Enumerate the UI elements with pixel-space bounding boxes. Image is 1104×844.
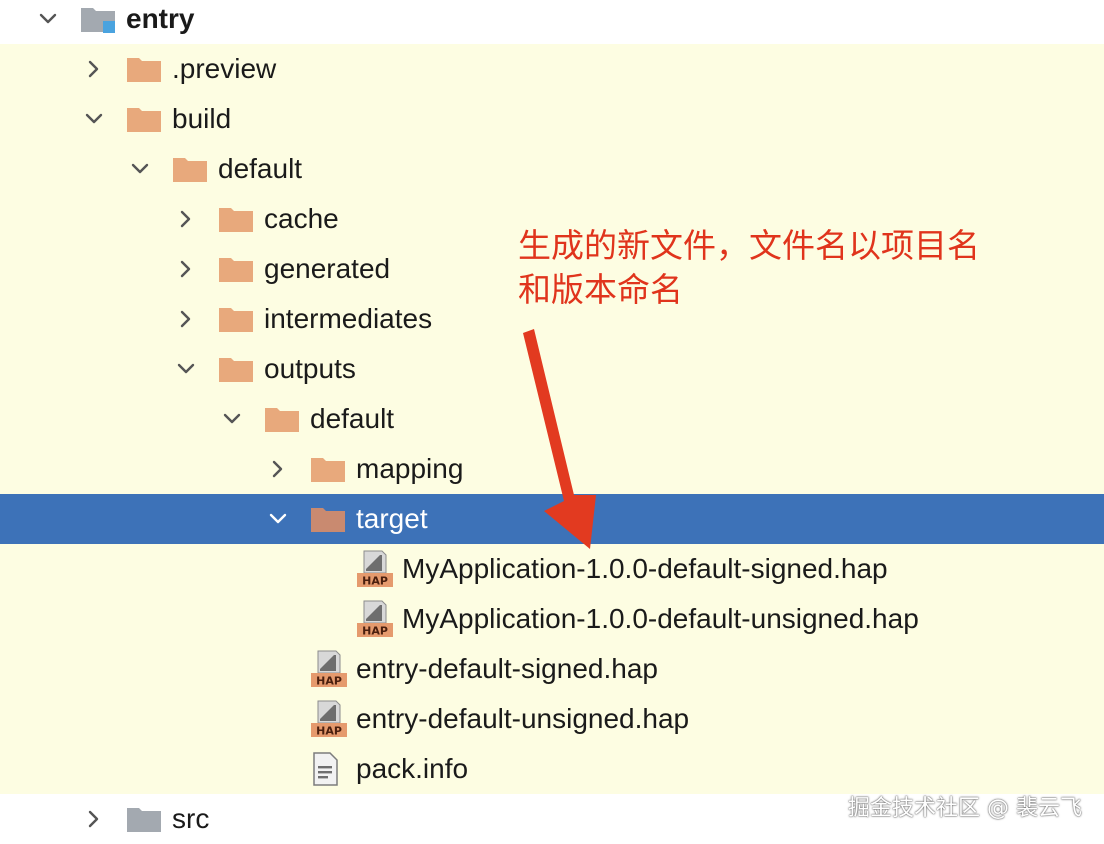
chevron-down-icon[interactable] xyxy=(172,344,200,394)
tree-row[interactable]: intermediates xyxy=(0,294,1104,344)
chevron-right-icon[interactable] xyxy=(80,44,108,94)
hap-file-icon: HAP xyxy=(310,644,348,694)
folder-icon xyxy=(172,144,210,194)
hap-badge-text: HAP xyxy=(316,725,342,738)
tree-row[interactable]: build xyxy=(0,94,1104,144)
watermark: 掘金技术社区 @ 裴云飞 xyxy=(848,796,1082,821)
hap-file-icon: HAP xyxy=(310,694,348,744)
text-file-icon xyxy=(310,744,348,794)
tree-row[interactable]: HAP entry-default-unsigned.hap xyxy=(0,694,1104,744)
tree-row-label: .preview xyxy=(172,53,277,84)
tree-row-label: target xyxy=(356,503,428,534)
chevron-down-icon[interactable] xyxy=(80,94,108,144)
folder-icon xyxy=(126,94,164,144)
tree-row[interactable]: cache xyxy=(0,194,1104,244)
tree-row[interactable]: src xyxy=(0,794,1104,844)
folder-icon xyxy=(126,44,164,94)
annotation-arrow xyxy=(523,329,596,549)
tree-row-label: cache xyxy=(264,203,339,234)
tree-row[interactable]: HAP MyApplication-1.0.0-default-unsigned.… xyxy=(0,594,1104,644)
tree-row-label: default xyxy=(310,403,395,434)
tree-row-label: MyApplication-1.0.0-default-signed.hap xyxy=(402,553,888,584)
tree-row[interactable]: target xyxy=(0,494,1104,544)
hap-file-icon: HAP xyxy=(356,544,394,594)
chevron-down-icon[interactable] xyxy=(218,394,246,444)
chevron-down-icon[interactable] xyxy=(34,0,62,44)
hap-badge-text: HAP xyxy=(362,625,388,638)
chevron-right-icon[interactable] xyxy=(172,194,200,244)
folder-icon xyxy=(310,494,348,544)
tree-row-label: entry-default-signed.hap xyxy=(356,653,658,684)
folder-icon xyxy=(218,244,256,294)
gray-folder-icon xyxy=(126,794,164,844)
tree-row-label: pack.info xyxy=(356,753,469,784)
annotation-line-2: 和版本命名 xyxy=(518,270,683,309)
folder-icon xyxy=(218,344,256,394)
chevron-down-icon[interactable] xyxy=(264,494,292,544)
tree-row-label: outputs xyxy=(264,353,356,384)
tree-row-label: MyApplication-1.0.0-default-unsigned.hap xyxy=(402,603,919,634)
tree-row[interactable]: pack.info xyxy=(0,744,1104,794)
folder-icon xyxy=(218,194,256,244)
annotation-text: 生成的新文件，文件名以项目名 和版本命名 xyxy=(518,224,980,312)
annotation-line-1: 生成的新文件，文件名以项目名 xyxy=(518,226,980,265)
folder-icon xyxy=(264,394,302,444)
hap-badge-text: HAP xyxy=(316,675,342,688)
hap-badge-text: HAP xyxy=(362,575,388,588)
tree-row-label: mapping xyxy=(356,453,464,484)
tree-row-label: entry-default-unsigned.hap xyxy=(356,703,690,734)
tree-row-label: intermediates xyxy=(264,303,433,334)
tree-row[interactable]: entry xyxy=(0,0,1104,44)
tree-row[interactable]: HAP MyApplication-1.0.0-default-signed.ha… xyxy=(0,544,1104,594)
folder-icon xyxy=(218,294,256,344)
folder-icon xyxy=(310,444,348,494)
tree-row[interactable]: default xyxy=(0,144,1104,194)
chevron-right-icon[interactable] xyxy=(172,294,200,344)
tree-row[interactable]: mapping xyxy=(0,444,1104,494)
tree-row[interactable]: .preview xyxy=(0,44,1104,94)
tree-row[interactable]: outputs xyxy=(0,344,1104,394)
chevron-right-icon[interactable] xyxy=(172,244,200,294)
chevron-right-icon[interactable] xyxy=(80,794,108,844)
chevron-right-icon[interactable] xyxy=(264,444,292,494)
tree-row-label: build xyxy=(172,103,232,134)
tree-row[interactable]: HAP entry-default-signed.hap xyxy=(0,644,1104,694)
tree-row-label: generated xyxy=(264,253,391,284)
tree-row-label: src xyxy=(172,803,210,834)
module-folder-icon xyxy=(80,0,118,44)
tree-row[interactable]: generated xyxy=(0,244,1104,294)
tree-row-label: entry xyxy=(126,3,195,34)
chevron-down-icon[interactable] xyxy=(126,144,154,194)
hap-file-icon: HAP xyxy=(356,594,394,644)
tree-row-label: default xyxy=(218,153,303,184)
